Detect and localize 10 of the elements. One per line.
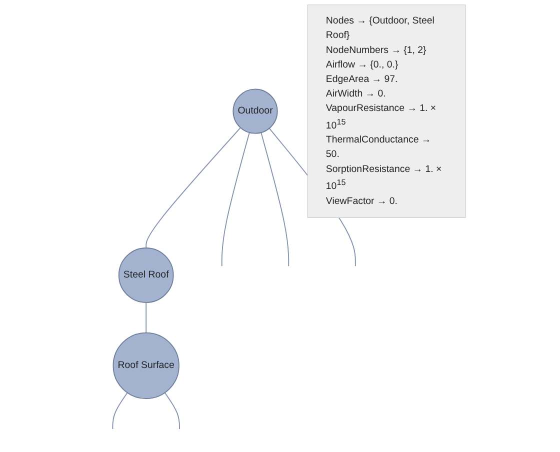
node-circle: Steel Roof — [118, 248, 174, 303]
connector — [146, 127, 241, 248]
node-circle: Outdoor — [232, 88, 278, 134]
connector — [112, 392, 128, 430]
connector — [221, 132, 250, 267]
connector — [260, 132, 290, 267]
connector — [164, 392, 180, 430]
connector — [146, 302, 147, 334]
node-circle: Roof Surface — [112, 332, 180, 400]
node-box: Nodes → {Outdoor, Steel Roof} NodeNumbers → {1, 2} Airflow → {0., 0.} EdgeArea → 97. AirWidth → 0. VapourResistance → 1. × 10$^{15}$ ThermalConductance → 50. SorptionResistance → 1. × 10$^{15}$ ViewFactor → 0. — [307, 4, 466, 218]
